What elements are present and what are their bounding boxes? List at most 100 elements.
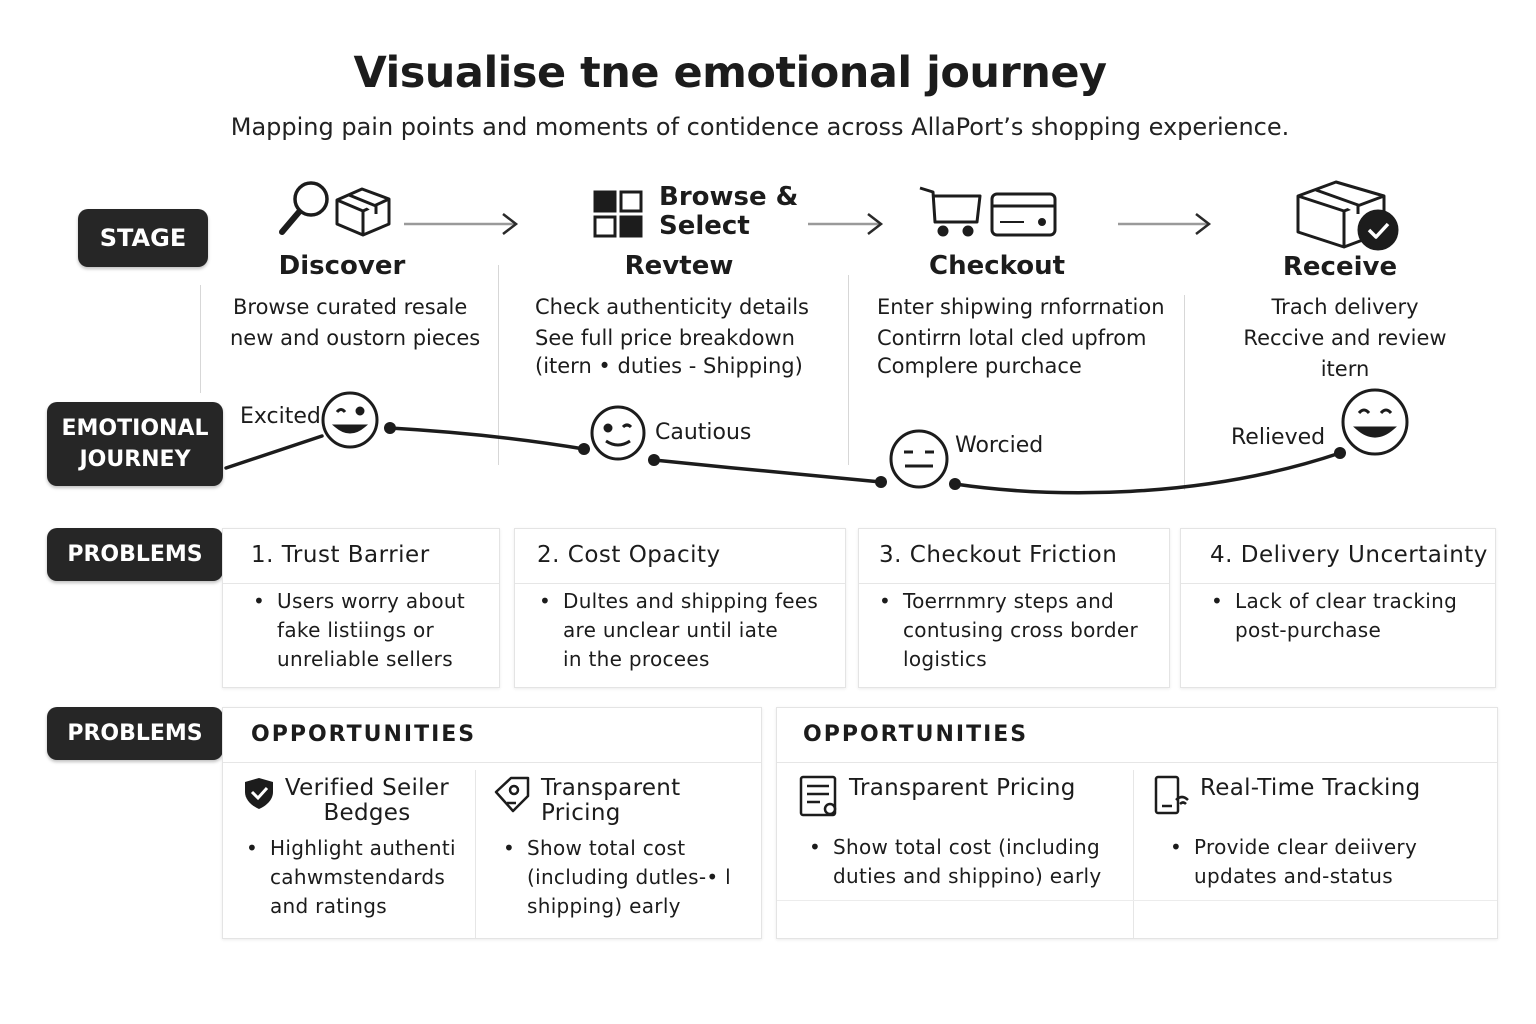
stage-desc-receive: Trach delivery Reccive and review itern bbox=[1220, 292, 1470, 385]
emotion-label-worried: Worcied bbox=[955, 433, 1044, 458]
emotion-label-excited: Excited bbox=[240, 404, 321, 429]
problem-title: 2. Cost Opacity bbox=[537, 542, 721, 568]
stage-desc-review: Check authenticity details See full pric… bbox=[535, 292, 809, 382]
bullet-line: Show total cost (including bbox=[833, 835, 1100, 859]
arrow-icon bbox=[404, 213, 519, 235]
problem-card-checkout-friction: 3. Checkout Friction • Toerrnmry steps a… bbox=[858, 528, 1170, 688]
opportunity-title-transparent-pricing-2: Transparent Pricing bbox=[849, 776, 1076, 801]
opportunities-heading: OPPORTUNITIES bbox=[251, 722, 477, 747]
desc-line: Reccive and review itern bbox=[1243, 326, 1447, 381]
panel-divider bbox=[1133, 770, 1134, 938]
stage-icon-label: Browse & Select bbox=[659, 183, 798, 241]
bullet-text: Show total cost (including dutles-• l sh… bbox=[527, 834, 757, 921]
bullet-line: Users worry about bbox=[277, 589, 466, 613]
column-divider bbox=[848, 275, 849, 465]
desc-line: Contirrn lotal cled upfrom bbox=[877, 326, 1147, 350]
bullet-text: Provide clear deiivery updates and-statu… bbox=[1194, 833, 1474, 891]
desc-line: new and oustorn pieces bbox=[230, 326, 481, 350]
bullet-line: unreliable sellers bbox=[277, 647, 453, 671]
icon-label-line: Select bbox=[659, 211, 750, 241]
opportunities-panel-left: OPPORTUNITIES bbox=[222, 707, 762, 939]
magnifier-icon bbox=[279, 181, 329, 235]
bullet-text: Users worry about fake listiings or unre… bbox=[277, 587, 537, 674]
bullet-text: Highlight authenti cahwmstendards and ra… bbox=[270, 834, 475, 921]
receipt-icon bbox=[799, 775, 837, 817]
column-divider bbox=[498, 265, 499, 465]
bullet-dot: • bbox=[246, 836, 259, 860]
opp-title-line: Transparent Pricing bbox=[849, 775, 1076, 801]
column-divider bbox=[1184, 295, 1185, 490]
stage-name-checkout: Checkout bbox=[928, 251, 1066, 281]
bullet-line: in the procees bbox=[563, 647, 710, 671]
problem-card-delivery-uncertainty: 4. Delivery Uncertainty • Lack of clear … bbox=[1180, 528, 1496, 688]
column-divider bbox=[200, 285, 201, 393]
row-label-emotional-line1: EMOTIONAL bbox=[61, 416, 209, 441]
bullet-line: Highlight authenti bbox=[270, 836, 456, 860]
opp-title-line: Real-Time Tracking bbox=[1200, 775, 1421, 801]
cart-icon bbox=[919, 186, 982, 237]
bullet-line: duties and shippino) early bbox=[833, 864, 1102, 888]
desc-line: (itern • duties - Shipping) bbox=[535, 354, 803, 378]
bullet-text: Dultes and shipping fees are unclear unt… bbox=[563, 587, 853, 674]
bullet-text: Toerrnmry steps and contusing cross bord… bbox=[903, 587, 1188, 674]
stage-name-review: Revtew bbox=[624, 251, 734, 281]
opp-title-line: Pricing bbox=[541, 800, 621, 826]
bullet-text: Show total cost (including duties and sh… bbox=[833, 833, 1133, 891]
opp-title-line: Bedges bbox=[323, 800, 411, 826]
bullet-line: (including dutles-• l bbox=[527, 865, 731, 889]
bullet-line: contusing cross border bbox=[903, 618, 1138, 642]
desc-line: Browse curated resale bbox=[233, 295, 468, 319]
desc-line: Complere purchace bbox=[877, 354, 1082, 378]
card-header bbox=[515, 529, 845, 584]
grid-icon bbox=[593, 190, 643, 238]
desc-line: Check authenticity details bbox=[535, 295, 809, 319]
stage-desc-discover: Browse curated resale new and oustorn pi… bbox=[230, 292, 481, 354]
emotion-curve bbox=[224, 388, 1409, 495]
bullet-text: Lack of clear tracking post-purchase bbox=[1235, 587, 1505, 645]
icon-label-line: Browse & bbox=[659, 182, 799, 212]
bullet-dot: • bbox=[1170, 835, 1183, 859]
opportunity-title-verified-seller: Verified Seiler Bedges bbox=[268, 776, 466, 826]
relieved-face-icon bbox=[1341, 388, 1409, 456]
tracking-device-icon bbox=[1154, 775, 1189, 815]
opportunity-title-real-time-tracking: Real-Time Tracking bbox=[1200, 776, 1421, 801]
problem-card-cost-opacity: 2. Cost Opacity • Dultes and shipping fe… bbox=[514, 528, 846, 688]
bullet-line: Provide clear deiivery bbox=[1194, 835, 1418, 859]
row-label-emotional-line2: JOURNEY bbox=[79, 447, 191, 472]
opportunity-title-transparent-pricing: Transparent Pricing bbox=[541, 776, 680, 826]
page-subtitle: Mapping pain points and moments of conti… bbox=[230, 113, 1290, 141]
price-tag-icon bbox=[494, 776, 530, 813]
bullet-dot: • bbox=[503, 836, 516, 860]
problem-card-trust-barrier: 1. Trust Barrier • Users worry about fak… bbox=[222, 528, 500, 688]
card-header bbox=[777, 708, 1497, 763]
problem-title: 3. Checkout Friction bbox=[879, 542, 1118, 568]
arrow-icon bbox=[1118, 213, 1212, 235]
arrow-icon bbox=[808, 213, 884, 235]
opp-title-line: Verified Seiler bbox=[284, 775, 450, 801]
bullet-line: and ratings bbox=[270, 894, 387, 918]
desc-line: Enter shipwing rnforrnation bbox=[877, 295, 1165, 319]
stage-icons bbox=[279, 180, 1399, 251]
bullet-line: Lack of clear tracking bbox=[1235, 589, 1458, 613]
neutral-face-icon bbox=[590, 405, 646, 461]
desc-line: Trach delivery bbox=[1271, 295, 1419, 319]
bullet-line: Dultes and shipping fees bbox=[563, 589, 819, 613]
card-header bbox=[223, 529, 499, 584]
desc-line: See full price breakdown bbox=[535, 326, 795, 350]
bullet-dot: • bbox=[879, 589, 892, 613]
box-icon bbox=[335, 187, 391, 237]
card-header bbox=[1181, 529, 1495, 584]
package-check-icon bbox=[1296, 180, 1399, 251]
panel-divider bbox=[475, 770, 476, 938]
opportunities-heading: OPPORTUNITIES bbox=[803, 722, 1029, 747]
bullet-line: cahwmstendards bbox=[270, 865, 446, 889]
bullet-line: fake listiings or bbox=[277, 618, 435, 642]
bullet-dot: • bbox=[1211, 589, 1224, 613]
row-label-problems: PROBLEMS bbox=[47, 528, 223, 581]
bullet-line: logistics bbox=[903, 647, 987, 671]
problem-title: 1. Trust Barrier bbox=[251, 542, 430, 568]
bullet-dot: • bbox=[809, 835, 822, 859]
bullet-line: post-purchase bbox=[1235, 618, 1382, 642]
bullet-line: Toerrnmry steps and bbox=[903, 589, 1115, 613]
panel-rule bbox=[777, 900, 1497, 901]
